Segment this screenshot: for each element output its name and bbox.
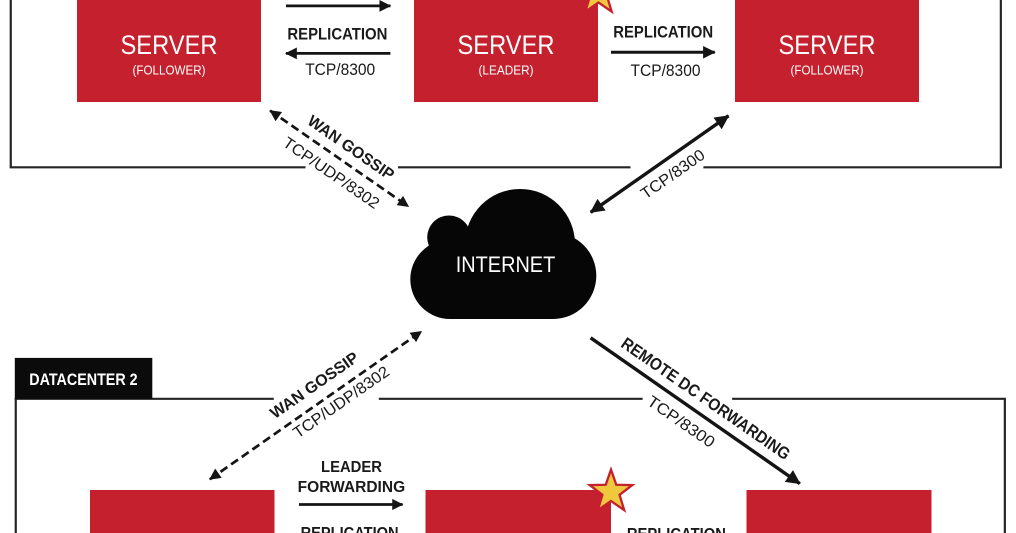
svg-text:INTERNET: INTERNET xyxy=(456,252,556,277)
svg-text:SERVER: SERVER xyxy=(458,30,555,60)
svg-text:REPLICATION: REPLICATION xyxy=(287,25,387,44)
svg-text:FORWARDING: FORWARDING xyxy=(298,479,406,496)
svg-text:REPLICATION: REPLICATION xyxy=(301,524,399,533)
svg-text:TCP/8300: TCP/8300 xyxy=(631,62,701,80)
svg-text:DATACENTER 2: DATACENTER 2 xyxy=(29,371,137,389)
svg-text:SERVER: SERVER xyxy=(121,30,218,60)
svg-text:(FOLLOWER): (FOLLOWER) xyxy=(791,63,864,77)
svg-text:SERVER: SERVER xyxy=(779,30,876,60)
svg-text:REPLICATION: REPLICATION xyxy=(627,524,726,533)
svg-text:LEADER: LEADER xyxy=(321,459,382,476)
svg-text:TCP/8300: TCP/8300 xyxy=(305,61,375,79)
svg-text:(FOLLOWER): (FOLLOWER) xyxy=(133,63,206,77)
svg-text:(LEADER): (LEADER) xyxy=(479,63,534,77)
svg-text:REPLICATION: REPLICATION xyxy=(613,23,713,42)
